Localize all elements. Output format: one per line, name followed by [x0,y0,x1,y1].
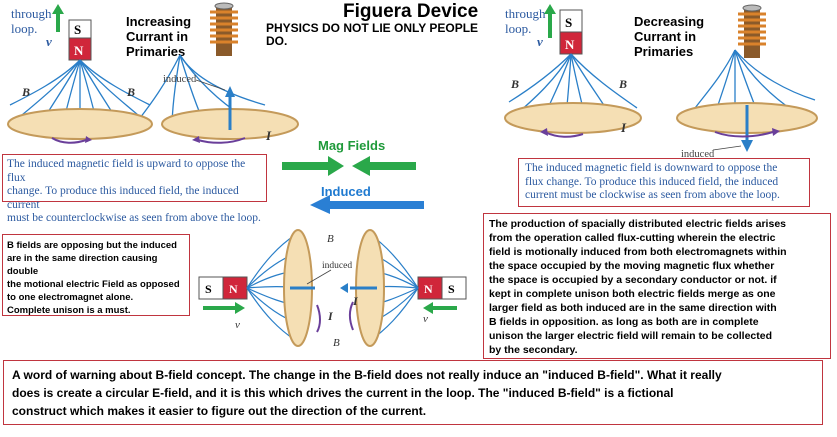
mag-field-arrow-left-shaft [282,162,330,170]
current-label: I [620,120,627,135]
loop-ring-1 [504,102,642,134]
v-right-label: v [423,313,428,325]
velocity-arrowhead [52,4,64,14]
left-note-box: B fields are opposing but the induced ar… [2,234,190,316]
right-magnet-n: N [424,282,433,296]
magnet-n-letter: N [565,37,575,52]
warning-box: A word of warning about B-field concept.… [3,360,823,425]
induced-arrow-head [310,195,330,214]
mag-field-arrow-right-head [352,156,370,176]
velocity-symbol: v [46,34,52,49]
coil-windings [210,10,238,44]
current-arrow-2 [197,137,246,144]
current-arrow-2 [714,131,774,138]
left-primary-coil [210,2,238,56]
induced-field-arrowhead [225,86,235,97]
induced-small-label: induced [322,261,352,271]
left-magnet-s: S [205,282,212,296]
velocity-arrowhead [544,4,556,14]
current-label-right: I [352,294,359,308]
current-label: I [265,128,272,143]
current-arrowhead-2 [192,136,200,143]
opposing-magnets-diagram: S N N S induced B B I I v v [198,229,467,349]
right-through-loop-label: through loop. [505,6,546,36]
current-arrowhead-1 [85,136,92,143]
right-induced-arrowhead [340,283,348,293]
coil-windings [738,12,766,46]
induced-pointer [195,79,226,91]
current-arrow-left [316,304,321,333]
current-arrow-1 [544,131,584,138]
magnet-n-letter: N [74,43,84,58]
b-label-1: B [21,85,30,99]
loop-ring-1 [7,108,153,140]
current-arrowhead-2 [772,128,780,136]
current-label-left: I [327,309,334,323]
current-arrow-1 [51,137,87,144]
v-left-label: v [235,319,240,331]
center-arrows [282,156,424,214]
induced-label: induced [681,149,715,160]
left-loop-diagram: v S N induced B B I [7,4,299,144]
right-note-box: The production of spacially distributed … [483,213,831,359]
right-magnet-south [441,276,467,300]
right-heading: Decreasing Currant in Primaries [634,14,705,59]
current-arrowhead-1 [540,128,548,136]
mag-field-arrow-left-head [328,156,344,176]
magnet-s-letter: S [565,15,572,30]
induced-field-arrowhead [741,140,753,152]
left-heading: Increasing Currant in Primaries [126,14,192,59]
right-primary-coil [738,4,766,58]
coil-cap [214,2,234,10]
right-caption-box: The induced magnetic field is downward t… [518,158,810,207]
page-title: Figuera Device [343,1,479,22]
induced-center-label: Induced [321,184,371,199]
tagline: PHYSICS DO NOT LIE ONLY PEOPLE DO. [266,21,479,48]
b-label-2: B [618,77,627,91]
induced-arrow-shaft [328,201,424,209]
right-magnet-s: S [448,282,455,296]
current-arrow-right [349,301,354,331]
velocity-symbol: v [537,34,543,49]
left-caption-box: The induced magnetic field is upward to … [2,154,267,224]
induced-pointer [306,269,332,285]
mag-field-arrow-right-shaft [368,162,416,170]
right-loop-diagram: v S N induced B B I [504,4,818,160]
b-label-1: B [510,77,519,91]
mag-fields-label: Mag Fields [318,138,386,153]
right-velocity-arrowhead [423,302,433,314]
induced-label: induced [163,74,197,85]
b-top-label: B [327,233,334,245]
left-through-loop-label: through loop. [11,6,52,36]
b-bottom-label: B [333,337,340,349]
coil-cap [742,4,762,12]
magnet-s-letter: S [74,22,81,37]
b-label-2: B [126,85,135,99]
induced-pointer [712,145,742,151]
left-magnet-n: N [229,282,238,296]
left-velocity-arrowhead [235,302,245,314]
